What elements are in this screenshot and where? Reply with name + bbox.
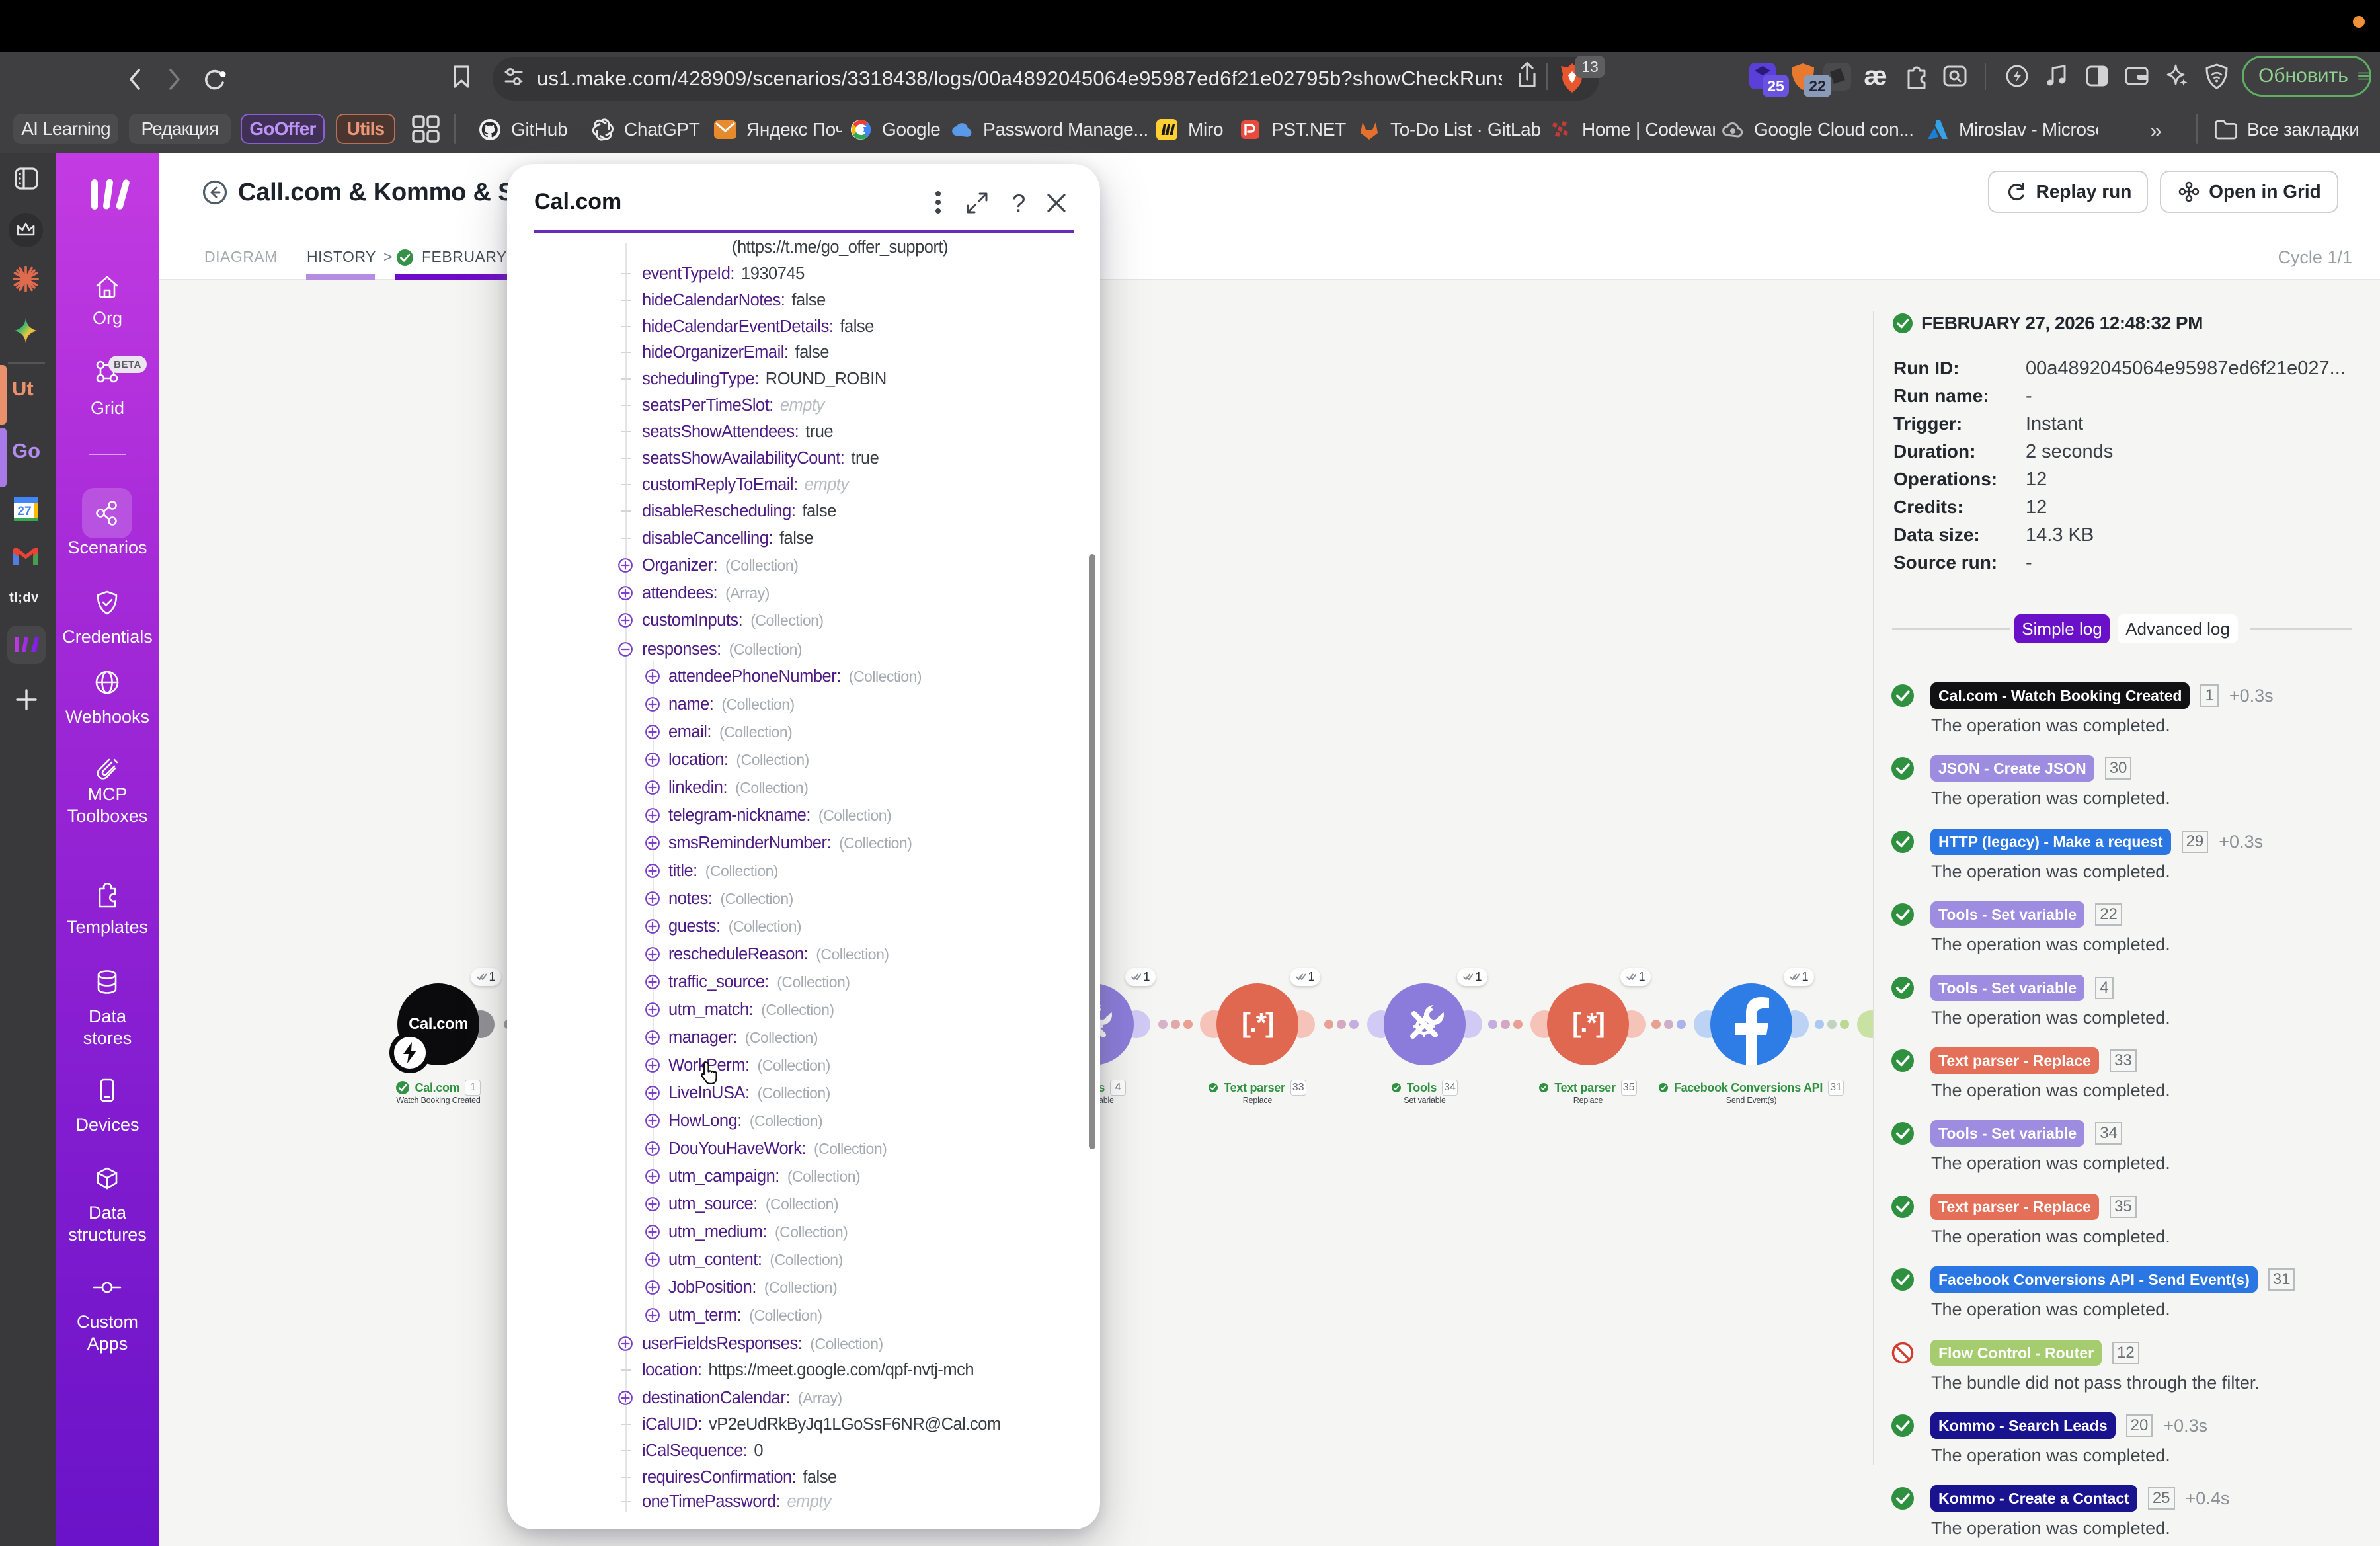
svg-text:27: 27	[17, 505, 31, 518]
